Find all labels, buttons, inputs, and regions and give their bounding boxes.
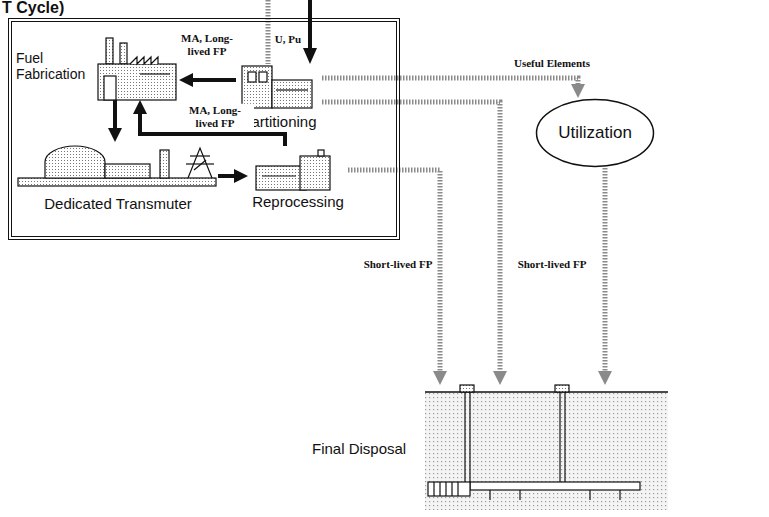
flow-label: MA, Long-lived FP bbox=[168, 32, 246, 58]
reprocessing-plant-icon bbox=[256, 150, 330, 190]
waste-flow-arrow bbox=[348, 170, 440, 371]
flow-label: Short-lived FP bbox=[516, 258, 589, 271]
facility-node: Reprocessing bbox=[248, 146, 348, 212]
flow-label: MA, Long-lived FP bbox=[176, 104, 254, 130]
feed-arrow-head bbox=[303, 48, 317, 64]
node-label: Fuel Fabrication bbox=[16, 50, 94, 82]
material-flow-arrow bbox=[113, 100, 117, 128]
facility-node: Fuel Fabrication bbox=[14, 32, 179, 100]
waste-flow-arrow bbox=[322, 78, 578, 84]
material-flow-arrow bbox=[193, 78, 236, 82]
diagram-title: T Cycle) bbox=[2, 0, 64, 17]
facility-node: Dedicated Transmuter bbox=[18, 142, 218, 214]
transmuter-plant-illustration bbox=[18, 146, 216, 186]
node-label: Final Disposal bbox=[312, 440, 406, 457]
flow-label: Short-lived FP bbox=[362, 258, 435, 271]
partitioning-plant-icon bbox=[242, 66, 312, 108]
ellipse-outline-shape bbox=[537, 100, 654, 167]
feed-arrow-line bbox=[308, 0, 312, 50]
factory-icon bbox=[98, 38, 176, 100]
ellipse-node: Utilization bbox=[535, 98, 655, 168]
feed-dotted-line bbox=[266, 0, 271, 64]
material-flow-arrow bbox=[218, 174, 234, 178]
material-label: U, Pu bbox=[273, 33, 303, 46]
waste-flow-arrow bbox=[603, 168, 608, 371]
node-label: Dedicated Transmuter bbox=[44, 195, 192, 212]
node-label: Utilization bbox=[558, 123, 632, 143]
flow-label: Useful Elements bbox=[512, 57, 592, 70]
disposal-node: Final Disposal bbox=[308, 385, 670, 513]
repository-illustration bbox=[425, 385, 668, 510]
node-label: Reprocessing bbox=[252, 193, 344, 210]
